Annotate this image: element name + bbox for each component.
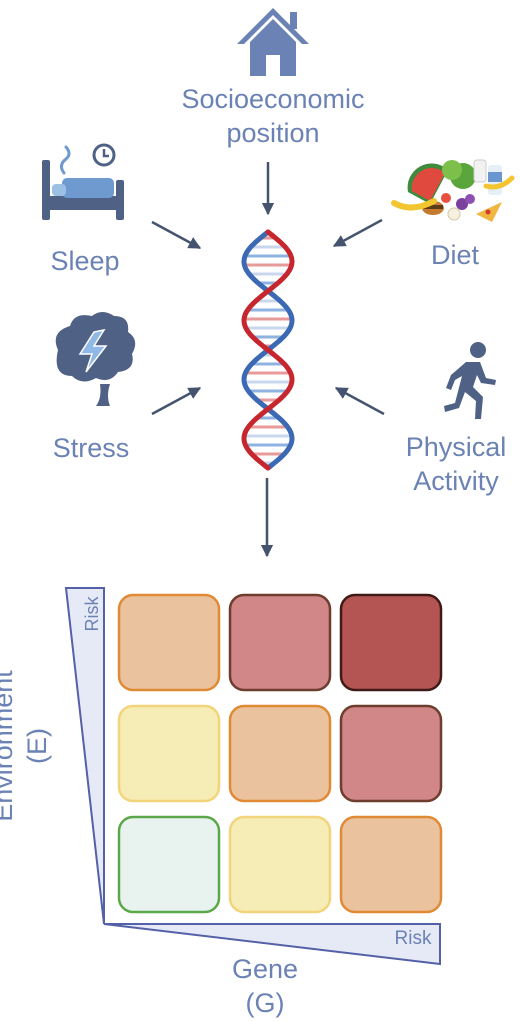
environment-axis-line2: (E) (22, 728, 52, 764)
environment-axis-line1: Environment (0, 670, 18, 822)
environment-risk-label: Risk (82, 596, 102, 632)
sleep-label: Sleep (50, 246, 120, 276)
gene-axis-line1: Gene (231, 954, 299, 984)
arrow-stress (151, 386, 202, 416)
socioeconomic-label-line1: Socioeconomic (181, 84, 365, 114)
grid-cell-r3-c1 (117, 815, 221, 914)
house-icon (237, 8, 309, 76)
dna-strand-red (241, 229, 295, 471)
grid-cell-r3-c3 (339, 815, 443, 914)
diet-label: Diet (430, 240, 479, 270)
gene-axis-line2: (G) (245, 988, 285, 1018)
brain-lightning-icon (55, 312, 136, 406)
dna-icon (241, 229, 295, 471)
grid-cell-r3-c2 (228, 815, 332, 914)
arrow-activity (334, 386, 385, 416)
grid-cell-r1-c2 (228, 593, 332, 692)
activity-label: Physical Activity (386, 430, 520, 498)
environment-axis-label: Environment (E) (0, 666, 54, 826)
grid-cell-r2-c3 (339, 704, 443, 803)
grid-cell-r1-c3 (339, 593, 443, 692)
food-icon (391, 159, 515, 222)
gene-risk-label: Risk (394, 928, 432, 949)
gene-axis-label: Gene (G) (200, 952, 330, 1020)
arrow-diet (332, 218, 383, 248)
bed-clock-icon (42, 143, 124, 220)
grid-cell-r1-c1 (117, 593, 221, 692)
grid-cell-r2-c2 (228, 704, 332, 803)
running-person-icon (444, 342, 496, 419)
environment-axis (64, 587, 105, 925)
stress-label: Stress (52, 433, 130, 463)
grid-cell-r2-c1 (117, 704, 221, 803)
socioeconomic-label: Socioeconomic position (0, 82, 520, 150)
risk-grid (117, 593, 443, 914)
activity-label-line2: Activity (413, 466, 499, 496)
arrows (151, 162, 385, 558)
socioeconomic-label-line2: position (226, 118, 320, 148)
gene-axis (103, 923, 441, 966)
activity-label-line1: Physical (405, 432, 507, 462)
arrow-sleep (151, 220, 202, 250)
